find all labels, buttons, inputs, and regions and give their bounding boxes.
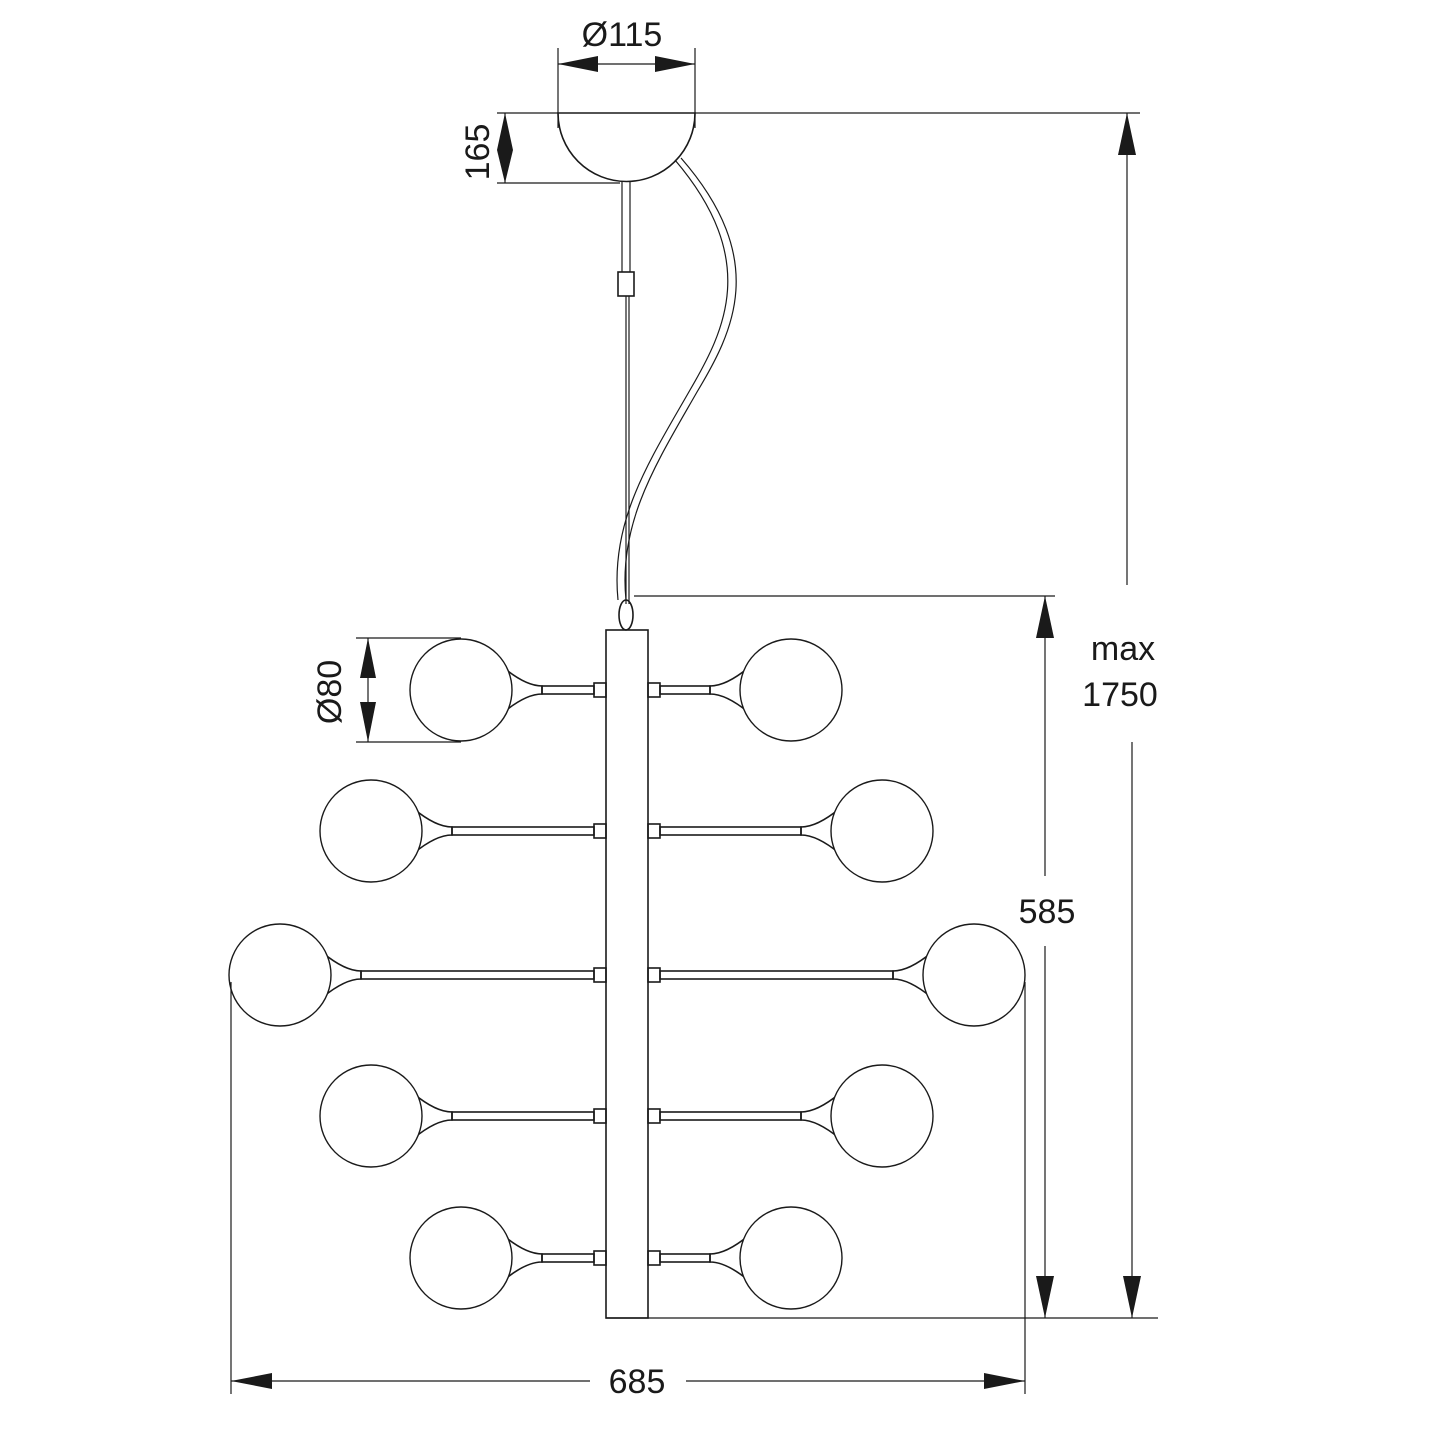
arm-row-5 — [409, 1206, 843, 1310]
globe-left — [228, 923, 332, 1027]
joint-left — [593, 823, 607, 839]
arm-row-3 — [228, 923, 1026, 1027]
globe-right — [830, 1064, 934, 1168]
suspension — [616, 157, 737, 631]
ceiling-canopy — [557, 112, 696, 183]
globe-right — [830, 779, 934, 883]
lamp-arms — [228, 638, 1026, 1310]
arm-left — [451, 1111, 595, 1121]
arm-left — [360, 970, 595, 980]
total-width-label: 685 — [609, 1363, 666, 1401]
joint-right — [647, 1108, 661, 1124]
globe-right — [739, 1206, 843, 1310]
arm-left — [451, 826, 595, 836]
dimension-lines — [230, 48, 1158, 1394]
arm-left — [541, 1253, 595, 1263]
globe-left — [319, 779, 423, 883]
arm-right — [659, 970, 894, 980]
globe-left — [319, 1064, 423, 1168]
body-height-label: 585 — [1019, 893, 1076, 931]
joint-right — [647, 682, 661, 698]
arm-row-2 — [319, 779, 934, 883]
canopy-diameter-label: Ø115 — [582, 16, 663, 54]
lamp-body — [605, 629, 649, 1319]
joint-left — [593, 967, 607, 983]
arm-right — [659, 1111, 802, 1121]
globe-left — [409, 1206, 513, 1310]
joint-left — [593, 1250, 607, 1266]
globe-right — [739, 638, 843, 742]
arm-right — [659, 826, 802, 836]
globe-diameter-label: Ø80 — [311, 660, 349, 724]
canopy-height-label: 165 — [459, 124, 497, 181]
max-height-label-line1: max — [1091, 630, 1155, 668]
arm-right — [659, 685, 711, 695]
globe-left — [409, 638, 513, 742]
joint-left — [593, 682, 607, 698]
joint-left — [593, 1108, 607, 1124]
max-height-label-line2: 1750 — [1082, 676, 1158, 714]
arm-row-1 — [409, 638, 843, 742]
globe-right — [922, 923, 1026, 1027]
joint-right — [647, 823, 661, 839]
arm-left — [541, 685, 595, 695]
joint-right — [647, 1250, 661, 1266]
arm-row-4 — [319, 1064, 934, 1168]
arm-right — [659, 1253, 711, 1263]
joint-right — [647, 967, 661, 983]
